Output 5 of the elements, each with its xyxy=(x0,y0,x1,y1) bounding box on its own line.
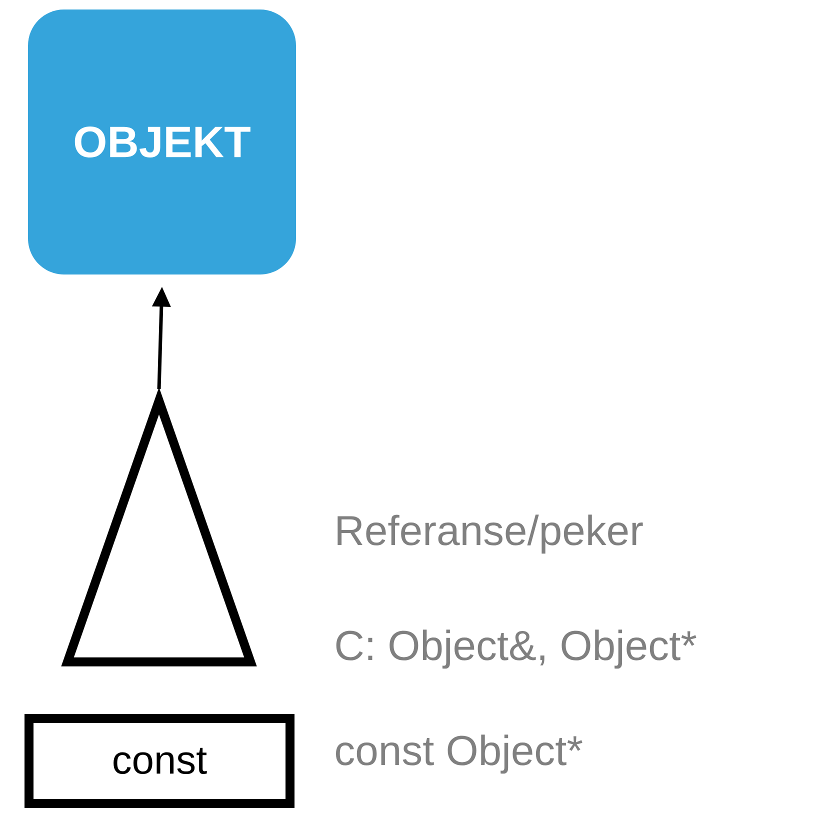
note-text: const Object* xyxy=(336,734,582,774)
note-text: Referanse/peker xyxy=(338,514,643,554)
note-text: C: Object&, Object* xyxy=(336,630,696,669)
const-box: const xyxy=(24,714,294,808)
object-box: OBJEKT xyxy=(28,10,296,274)
